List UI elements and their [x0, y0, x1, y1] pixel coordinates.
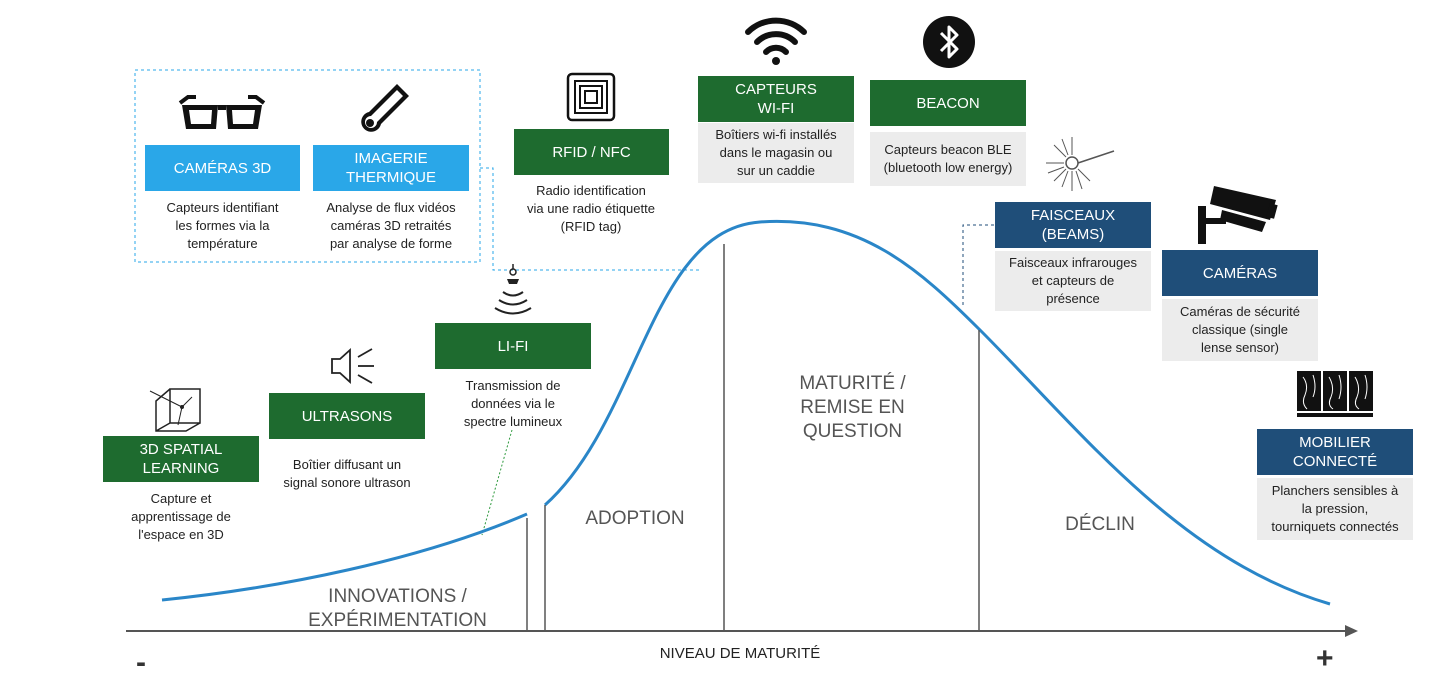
thermique-desc: Analyse de flux vidéos caméras 3D retrai…	[326, 200, 456, 251]
axis-plus: +	[1316, 642, 1334, 675]
mobilier-desc: Planchers sensibles à la pression, tourn…	[1257, 478, 1413, 540]
beacon-label: BEACON	[870, 80, 1026, 126]
x-axis-arrow	[1345, 625, 1358, 637]
phase-maturite: MATURITÉ / REMISE EN QUESTION	[799, 373, 906, 442]
thermique-label: IMAGERIE THERMIQUE	[313, 145, 469, 191]
wifi-desc: Boîtiers wi-fi installés dans le magasin…	[698, 123, 854, 183]
dashed-connector-right	[962, 224, 995, 305]
3d-cube-icon	[148, 383, 206, 433]
wifi-icon	[744, 14, 808, 66]
spatial-learning-desc: Capture et apprentissage de l'espace en …	[131, 491, 231, 542]
phase-declin: DÉCLIN	[1065, 514, 1135, 535]
axis-minus: -	[136, 646, 146, 679]
security-camera-icon	[1196, 182, 1280, 246]
3d-glasses-icon	[178, 93, 266, 135]
spatial-learning-label: 3D SPATIAL LEARNING	[103, 436, 259, 482]
mobilier-label: MOBILIER CONNECTÉ	[1257, 429, 1413, 475]
rfid-tag-icon	[566, 72, 616, 122]
rfid-label: RFID / NFC	[514, 129, 669, 175]
axis-label: NIVEAU DE MATURITÉ	[659, 645, 821, 662]
beacon-desc: Capteurs beacon BLE (bluetooth low energ…	[870, 132, 1026, 186]
ultrasons-label: ULTRASONS	[269, 393, 425, 439]
speaker-icon	[328, 345, 378, 387]
lifi-desc: Transmission de données via le spectre l…	[463, 378, 563, 429]
phase-innovations: INNOVATIONS / EXPÉRIMENTATION	[308, 586, 487, 631]
wood-floor-icon	[1295, 369, 1375, 419]
cameras-desc: Caméras de sécurité classique (single le…	[1162, 299, 1318, 361]
curve-innovation	[161, 512, 528, 602]
cameras-3d-desc: Capteurs identifiant les formes via la t…	[166, 200, 279, 251]
light-signal-icon	[490, 262, 536, 318]
curve-main	[543, 219, 1331, 606]
thermometer-icon	[353, 78, 415, 140]
rfid-desc: Radio identification via une radio étiqu…	[527, 183, 655, 234]
faisceaux-label: FAISCEAUX (BEAMS)	[995, 202, 1151, 248]
cameras-label: CAMÉRAS	[1162, 250, 1318, 296]
faisceaux-desc: Faisceaux infrarouges et capteurs de pré…	[995, 251, 1151, 311]
laser-beam-icon	[1040, 135, 1116, 195]
dashed-group-box	[134, 69, 481, 263]
wifi-label: CAPTEURS WI-FI	[698, 76, 854, 122]
lifi-label: LI-FI	[435, 323, 591, 369]
dotted-connector-lifi	[481, 429, 513, 536]
phase-adoption: ADOPTION	[585, 508, 685, 529]
cameras-3d-label: CAMÉRAS 3D	[145, 145, 300, 191]
ultrasons-desc: Boîtier diffusant un signal sonore ultra…	[283, 457, 411, 490]
bluetooth-icon	[922, 15, 976, 69]
dashed-connector-left	[480, 167, 700, 271]
